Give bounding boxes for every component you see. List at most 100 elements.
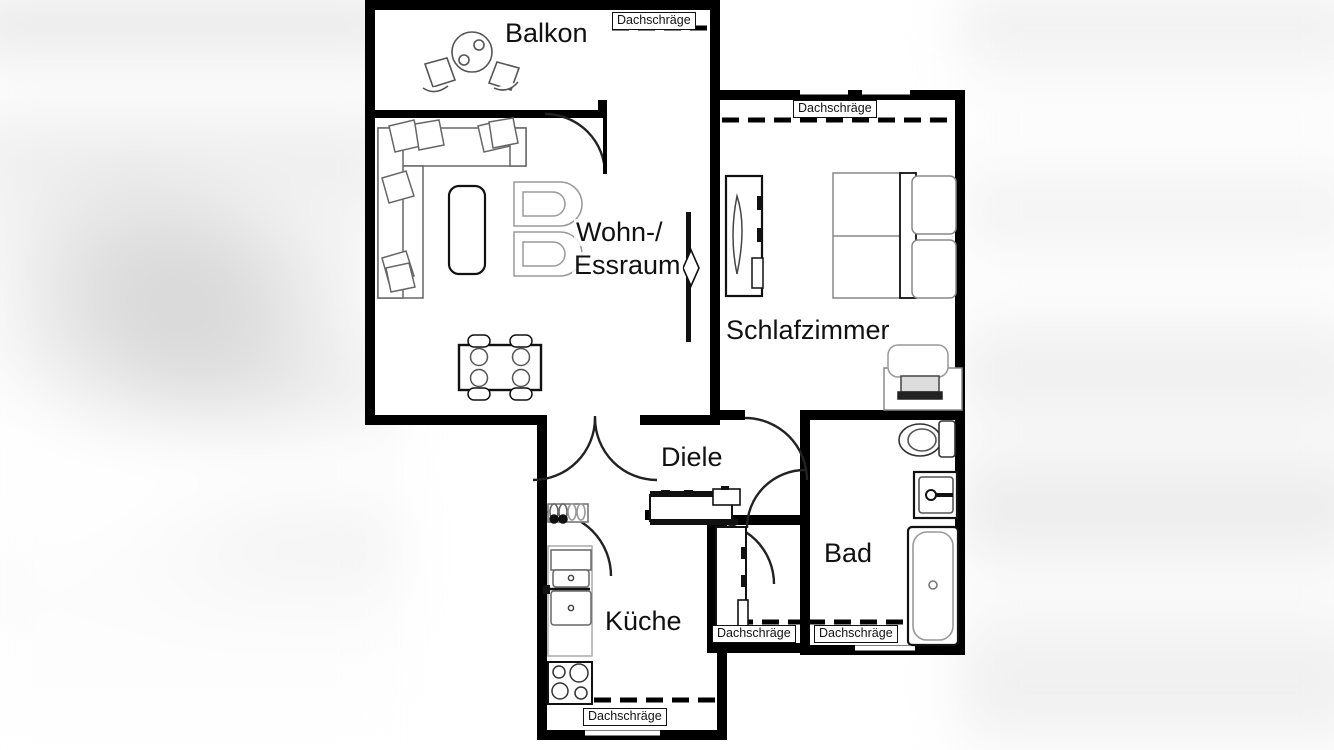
toilet-seat [907,428,937,452]
sideboard-box [712,488,741,506]
furniture-schlafzimmer [724,172,963,411]
wall-bad-east [955,415,965,655]
laptop-keyboard [900,375,940,393]
wall-closet-west [707,515,717,650]
door-diele-left [532,417,597,482]
shoe-4 [576,503,586,521]
wardrobe-detail-1 [757,196,763,210]
armchair-bottom-seat [522,241,566,267]
wall-pier-a [537,415,547,427]
wardrobe-handle [732,193,743,275]
furniture-wohnessraum [377,117,700,401]
sink-drain [567,604,575,612]
sideboard-shadow [650,519,738,525]
furniture-abstellraum [715,526,749,638]
drainboard-frame [550,549,592,571]
wall-bad-west-lower [800,520,810,653]
place-setting-2 [469,368,489,388]
sink-tap [543,585,550,594]
sofa-cushion-7 [385,262,416,293]
door-wohnraum [593,417,658,482]
closet-knob-1 [741,547,747,559]
dining-table [457,343,543,392]
desk-chair [887,344,949,378]
wall-closet-south [707,643,807,653]
place-setting-3 [511,347,531,367]
dining-chair-4 [509,387,533,401]
furniture-diele [547,486,741,525]
room-label-diele: Diele [659,442,725,472]
washbasin-drain [925,489,937,501]
background-blur-left [0,0,400,750]
door-schlafzimmer [744,416,809,481]
shoe-sole-2 [558,514,568,524]
room-label-bad: Bad [822,538,875,568]
wall-kueche-west [537,420,547,740]
burner-3 [551,682,569,700]
shoe-sole-1 [549,514,559,524]
wall-balkon-post [598,100,607,118]
annotation-dachschraege-schlafzimmer: Dachschräge [793,100,877,118]
window-opening-marker [682,248,700,288]
annotation-dachschraege-balkon: Dachschräge [612,12,696,30]
room-label-wohnraum-1: Wohn-/ [574,217,665,247]
wall-west-outer [365,0,375,425]
pillow-2 [911,239,957,299]
wall-east-schlafzimmer [955,90,965,420]
sofa-cushion-2 [414,119,445,151]
burner-2 [569,663,589,683]
room-label-wohnraum-2: Essraum [572,250,683,280]
dining-chair-3 [467,387,491,401]
place-setting-4 [511,368,531,388]
sideboard-knob-1 [661,490,670,494]
bathtub-drain [928,580,938,590]
wall-closet-north [717,515,807,525]
pillow-1 [911,175,957,235]
dining-chair-2 [509,334,533,348]
wardrobe-detail-3 [751,257,764,289]
room-label-schlafzimmer: Schlafzimmer [724,315,892,345]
wall-east-wohnraum [710,110,720,420]
annotation-dachschraege-bad: Dachschräge [814,625,898,643]
balcony-chair-left-back [422,85,449,93]
coffee-table [447,184,487,276]
balcony-chair-left [423,57,457,88]
sideboard-knob-2 [684,490,693,494]
sofa-cushion-5 [381,170,415,204]
place-setting-1 [469,347,489,367]
sink-drain-small [567,574,575,582]
wall-north-schlafzimmer [720,90,965,100]
wall-south-schlaf-left [720,410,745,420]
furniture-balkon [422,31,521,93]
dining-chair-1 [467,334,491,348]
annotation-dachschraege-abstellraum: Dachschräge [712,625,796,643]
balcony-chair-right-back [493,81,519,91]
closet-knob-2 [741,575,747,587]
furniture-bad [898,420,960,647]
shoe-3 [567,503,577,521]
armchair-top-seat [522,191,566,217]
furniture-kueche [543,545,593,705]
burner-4 [574,686,588,700]
wall-south-wohnraum-left [365,415,545,425]
room-label-kueche: Küche [603,606,684,636]
sideboard-knob-3 [721,486,729,490]
door-bad [745,468,806,529]
windows [585,89,915,736]
sofa-cushion-4 [488,117,519,149]
background-blur-right [960,0,1334,750]
wardrobe-detail-2 [757,228,763,242]
table-plate-2 [458,54,470,66]
round-balcony-table [451,31,493,73]
balcony-chair-right [487,61,521,91]
wall-balkon-south [375,110,605,118]
room-label-balkon: Balkon [503,18,590,48]
table-plate-1 [473,39,485,51]
annotation-dachschraege-kueche: Dachschräge [583,708,667,726]
toilet-cistern [938,420,956,458]
wall-east-balkon [710,0,720,110]
laptop-base [897,391,943,400]
wall-south-schlaf-right [800,410,965,420]
